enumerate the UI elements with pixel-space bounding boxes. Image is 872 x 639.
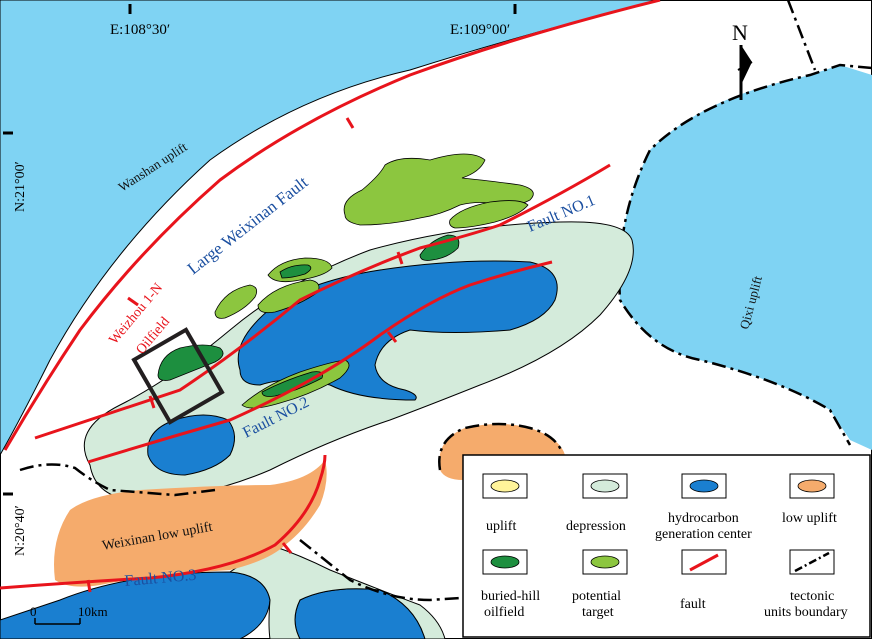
north-label: N xyxy=(732,20,748,45)
coord-n1-label: N:21°00′ xyxy=(13,161,28,212)
fault-tick xyxy=(86,579,92,593)
large-weixinan-fault xyxy=(3,0,661,451)
legend-potential-swatch xyxy=(590,555,620,569)
legend-low-uplift-label: low uplift xyxy=(782,511,837,526)
scale-bar xyxy=(34,618,81,625)
fault-tick xyxy=(127,296,139,307)
scale-zero: 0 xyxy=(30,604,37,619)
weixinan-boundary-2 xyxy=(299,539,461,602)
fault-tick xyxy=(345,117,355,129)
legend-depression-swatch xyxy=(590,479,620,493)
fault-tick xyxy=(281,542,293,554)
potential-target-2 xyxy=(449,200,529,229)
fault-tick xyxy=(396,251,404,265)
legend-potential-label-1: potential xyxy=(572,589,621,604)
fault3-label: Fault NO.3 xyxy=(124,567,197,590)
legend-depression-label: depression xyxy=(566,519,626,534)
coord-n2-label: N:20°40′ xyxy=(13,505,28,556)
buried-hill-oilfield-2 xyxy=(279,264,312,279)
legend-buried-swatch xyxy=(490,555,520,569)
low-uplift-east-boundary xyxy=(438,422,564,471)
study-area-box xyxy=(131,327,225,425)
legend-hydro-label-2: generation center xyxy=(655,527,752,542)
weixinan-boundary xyxy=(19,463,216,497)
scale-distance: 10km xyxy=(78,604,108,619)
potential-target-1 xyxy=(343,153,534,226)
coord-e2-label: E:109°00′ xyxy=(450,22,510,38)
legend-fault-label: fault xyxy=(680,597,706,612)
legend: uplift depression hydrocarbon generation… xyxy=(462,454,871,638)
low-uplift-east xyxy=(439,424,565,480)
weixinan-low-uplift-area xyxy=(54,460,327,587)
legend-buried-label-2: oilfield xyxy=(484,605,524,620)
legend-tectonic-label-1: tectonic xyxy=(790,589,834,604)
fault-no2 xyxy=(87,260,553,464)
potential-target-5 xyxy=(214,284,258,319)
legend-buried-label-1: buried-hill xyxy=(481,589,540,604)
legend-tectonic-label-2: units boundary xyxy=(764,605,848,620)
hydrocarbon-center-main xyxy=(237,260,558,401)
legend-low-uplift-swatch xyxy=(797,479,827,493)
legend-uplift-swatch xyxy=(490,479,520,493)
wanshan-uplift-area xyxy=(0,0,661,457)
qixi-uplift-area xyxy=(619,65,872,450)
qixi-boundary-north xyxy=(786,0,817,71)
legend-uplift-label: uplift xyxy=(486,519,516,534)
legend-potential-label-2: target xyxy=(582,605,614,620)
legend-hydro-label-1: hydrocarbon xyxy=(668,511,739,526)
legend-hydro-swatch xyxy=(689,479,719,493)
north-arrow-icon xyxy=(737,45,753,100)
fault-tick xyxy=(148,395,156,409)
buried-hill-oilfield-weizhou xyxy=(157,344,224,381)
fault-tick xyxy=(386,331,398,343)
buried-hill-oilfield-3 xyxy=(261,371,323,397)
coord-e1-label: E:108°30′ xyxy=(110,22,170,38)
legend-fault-swatch xyxy=(689,553,719,572)
legend-tectonic-swatch xyxy=(794,551,830,573)
depression-south xyxy=(228,544,446,639)
